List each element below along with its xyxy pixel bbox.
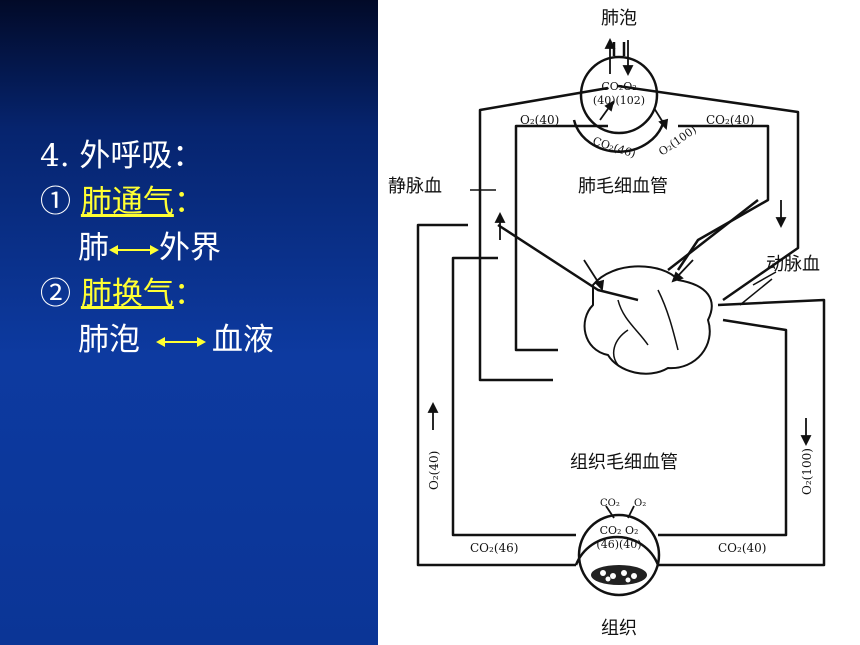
co2-40-top-label: CO₂(40) — [706, 113, 754, 127]
arrow-icon — [583, 259, 601, 286]
systemic-outer-left — [416, 223, 576, 567]
lung-capillary-label: 肺毛细血管 — [578, 176, 668, 197]
o2-100-arc-label: O₂(100) — [656, 123, 699, 158]
o2-40-top-label: O₂(40) — [520, 113, 559, 127]
pulmonary-artery-outer — [617, 84, 800, 302]
co2-46-arc-label: CO₂(46) — [591, 134, 637, 160]
environment-label: 外界 — [159, 230, 221, 266]
alveolus-circle — [579, 55, 659, 135]
term-pulmonary-ventilation: 肺通气 — [80, 184, 174, 220]
pulmonary-to-heart — [667, 199, 759, 271]
alveolus-gas-label: CO₂O₂ — [601, 80, 636, 93]
tissue-title: 组织 — [601, 618, 637, 639]
gas-exchange-relation: 肺泡 血液 — [78, 320, 274, 360]
tissue-circle — [577, 513, 661, 597]
heart-detail — [612, 289, 679, 366]
tissue-co2-top: CO₂ — [600, 498, 620, 509]
tissue-capillary-label: 组织毛细血管 — [570, 452, 678, 473]
item-pulmonary-ventilation: ① 肺通气： — [40, 182, 205, 222]
alveolus-label: 肺泡 — [78, 322, 140, 358]
alveolus-values: (40)(102) — [593, 94, 645, 107]
tissue-gas-label: CO₂ O₂ — [600, 524, 639, 537]
lung-label: 肺 — [78, 230, 109, 266]
artery-pointer-line — [752, 271, 777, 286]
ventilation-relation: 肺 外界 — [78, 228, 221, 268]
arrow-icon — [605, 505, 615, 519]
text-panel: 4. 外呼吸： ① 肺通气： 肺外界 ② 肺换气： 肺泡 血液 — [0, 0, 378, 645]
item-pulmonary-gas-exchange: ② 肺换气： — [40, 274, 205, 314]
term-pulmonary-gas-exchange: 肺换气 — [80, 276, 174, 312]
colon: ： — [173, 184, 205, 220]
colon: ： — [173, 276, 205, 312]
systemic-inner-right — [658, 318, 788, 537]
systemic-outer-right — [658, 298, 826, 567]
double-arrow-icon — [109, 244, 159, 255]
alveolus-title: 肺泡 — [601, 8, 637, 29]
vena-to-heart — [497, 223, 639, 302]
circulation-diagram: 肺泡 CO₂O₂ (40)(102) O₂(40) CO₂(40) CO₂(46… — [388, 8, 826, 639]
tissue-capillary-arc — [574, 535, 660, 566]
tissue-o2-top: O₂ — [634, 498, 646, 509]
pulmonary-inner-left — [514, 124, 608, 352]
pulmonary-inner-right — [676, 124, 770, 271]
artery-blood-label: 动脉血 — [766, 254, 820, 275]
alveolus-capillary-arc — [572, 119, 666, 153]
pulmonary-vein-outer — [478, 86, 609, 382]
item-number: ① — [40, 184, 71, 220]
co2-40-bottom-label: CO₂(40) — [718, 541, 766, 555]
tissue-values: (46)(40) — [596, 538, 641, 551]
heading-external-respiration: 4. 外呼吸： — [40, 138, 204, 174]
co2-46-bottom-label: CO₂(46) — [470, 541, 518, 555]
double-arrow-icon — [155, 336, 206, 347]
vein-blood-label: 静脉血 — [388, 176, 442, 197]
blood-label: 血液 — [211, 322, 274, 358]
o2-40-left-label: O₂(40) — [427, 451, 441, 490]
o2-100-right-label: O₂(100) — [800, 448, 814, 495]
item-number: ② — [40, 276, 71, 312]
systemic-inner-left — [451, 256, 576, 537]
arrow-icon — [627, 505, 635, 519]
tissue-cells — [591, 565, 647, 585]
artery-pointer-line — [739, 278, 773, 306]
heart — [583, 265, 713, 375]
